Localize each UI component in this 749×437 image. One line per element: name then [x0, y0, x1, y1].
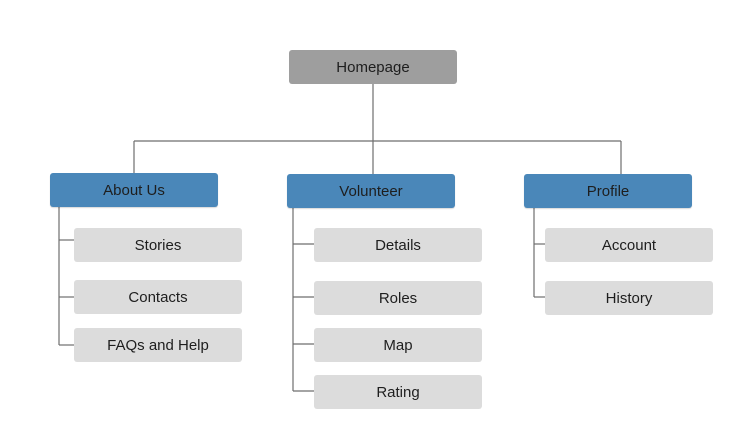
- leaf-node-stories: Stories: [74, 228, 242, 262]
- leaf-node-roles: Roles: [314, 281, 482, 315]
- root-node-homepage: Homepage: [289, 50, 457, 84]
- leaf-node-account: Account: [545, 228, 713, 262]
- leaf-node-contacts: Contacts: [74, 280, 242, 314]
- section-node-about-us: About Us: [50, 173, 218, 207]
- section-node-volunteer: Volunteer: [287, 174, 455, 208]
- leaf-node-details: Details: [314, 228, 482, 262]
- leaf-node-history: History: [545, 281, 713, 315]
- leaf-node-rating: Rating: [314, 375, 482, 409]
- leaf-node-faqs-and-help: FAQs and Help: [74, 328, 242, 362]
- section-node-profile: Profile: [524, 174, 692, 208]
- leaf-node-map: Map: [314, 328, 482, 362]
